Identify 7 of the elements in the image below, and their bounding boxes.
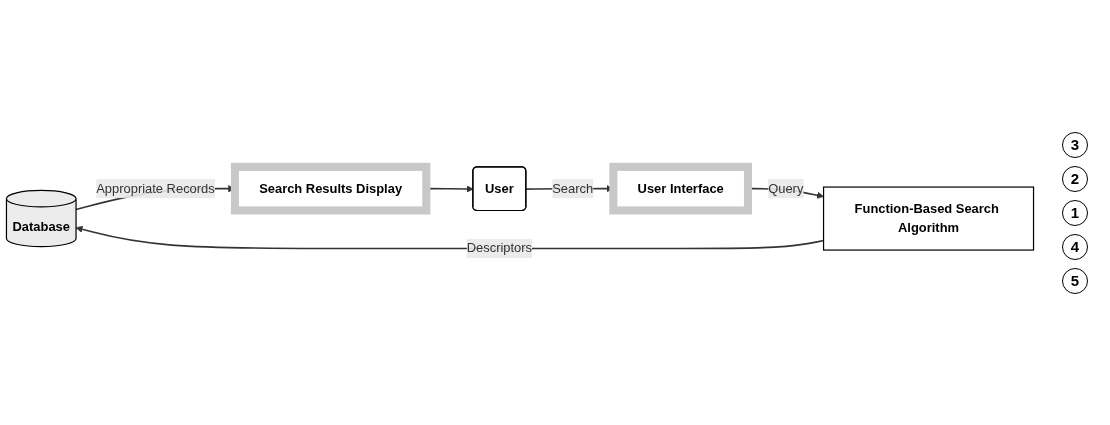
node-box: User Interface (609, 162, 753, 215)
node-box: Function-Based Search Algorithm (822, 186, 1035, 251)
edge-label: Query (768, 181, 804, 196)
node-box: Search Results Display (230, 162, 431, 215)
edge-label: Search (552, 181, 594, 196)
edge-label: Descriptors (466, 241, 533, 255)
edge-label: Appropriate Records (96, 181, 215, 196)
